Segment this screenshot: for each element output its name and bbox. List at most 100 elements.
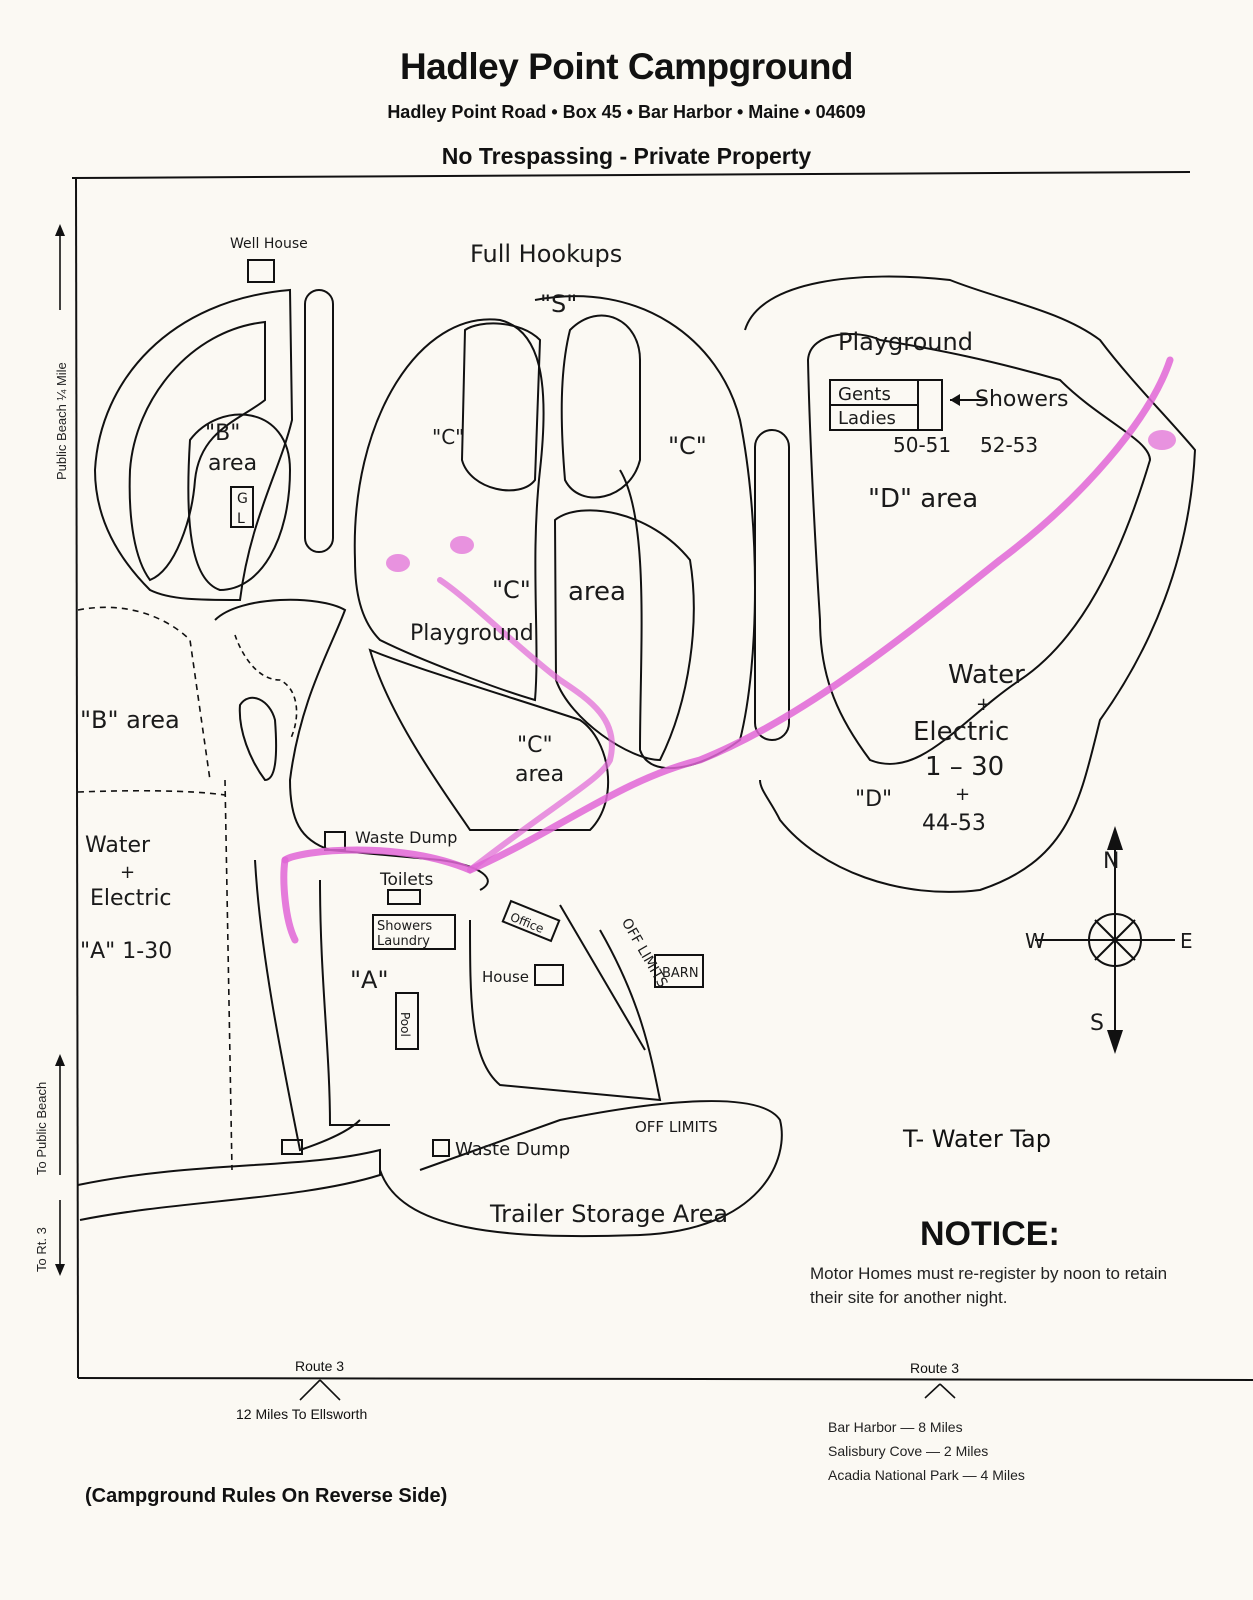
d-area-inner <box>806 333 1152 765</box>
off-limits-road <box>559 904 646 1051</box>
distance-bar-harbor: Bar Harbor — 8 Miles <box>828 1419 963 1435</box>
small-island <box>238 696 278 782</box>
highlight-route-a <box>280 856 299 944</box>
playground-top-label: Playground <box>838 328 973 356</box>
highlight-site-46 <box>386 554 410 572</box>
well-house-box <box>247 259 275 283</box>
c-area-top-label: "C" <box>432 425 464 449</box>
notice-panel: NOTICE: Motor Homes must re-register by … <box>810 1215 1190 1310</box>
c-area-loop-left <box>353 318 545 702</box>
route3-right-arrows <box>924 1383 956 1399</box>
playground-mid-label: Playground <box>410 621 534 646</box>
notice-title: NOTICE: <box>920 1215 1060 1253</box>
electric-d-label: Electric <box>913 717 1009 747</box>
ladies-label: Ladies <box>838 408 896 429</box>
d-area-outer <box>744 275 1197 893</box>
b-area-left-label: "B" area <box>80 706 180 734</box>
compass-w-label: W <box>1025 929 1045 953</box>
sites-52-53: 52-53 <box>980 433 1038 457</box>
l-label: L <box>237 511 245 527</box>
sites-50-51: 50-51 <box>893 433 951 457</box>
water-a-label: Water <box>85 833 151 858</box>
a-area-road <box>254 859 361 1152</box>
b-mid-area-label: area <box>208 451 257 476</box>
showers-laundry-label-2: Laundry <box>377 934 430 949</box>
highlight-route-c <box>437 577 615 873</box>
arrow-down-head <box>55 1264 65 1276</box>
waste-dump-2-label: Waste Dump <box>455 1139 570 1160</box>
route3-left-label: Route 3 <box>295 1358 345 1374</box>
electric-a-label: Electric <box>90 886 172 911</box>
a-area-label: "A" <box>350 966 389 994</box>
no-trespassing-warning: No Trespassing - Private Property <box>441 143 812 169</box>
compass-n-label: N <box>1103 849 1119 874</box>
a-area-inner-road <box>319 879 390 1126</box>
c-lower-label: "C" <box>517 733 553 758</box>
frame-bottom-line <box>77 1377 1253 1381</box>
distance-salisbury-cove: Salisbury Cove — 2 Miles <box>828 1443 989 1459</box>
public-beach-label: Public Beach ¼ Mile <box>54 362 69 480</box>
trailer-storage-label: Trailer Storage Area <box>489 1200 728 1228</box>
highlight-site-31 <box>1148 430 1176 450</box>
a-site-marker <box>281 1139 303 1155</box>
dashed-path-mid <box>234 634 298 741</box>
showers-arrow-head <box>950 394 960 406</box>
plus-d-label: + <box>976 694 991 715</box>
highlight-route-main <box>281 356 1174 874</box>
toilets-label: Toilets <box>379 870 433 890</box>
showers-laundry-building <box>372 914 456 950</box>
a-range-label: "A" 1-30 <box>80 939 172 964</box>
barn-label: BARN <box>662 966 699 981</box>
b-area-loop-outer <box>93 288 294 602</box>
d-plus-2-label: + <box>955 784 970 805</box>
showers-label: Showers <box>975 387 1068 412</box>
plus-a-label: + <box>120 862 135 883</box>
arrow-up-bottom-head <box>55 1054 65 1066</box>
office-building <box>501 899 561 943</box>
rules-footer: (Campground Rules On Reverse Side) <box>85 1485 448 1507</box>
c-area-loop-right <box>534 295 756 770</box>
barn-building <box>654 954 704 988</box>
frame-top-line <box>71 171 1191 179</box>
dashed-a-boundary <box>77 789 226 796</box>
b-mid-label: "B" <box>205 421 240 446</box>
compass-diag-2 <box>1094 919 1136 961</box>
c-area-lower-island <box>368 648 610 831</box>
trailer-storage-outline <box>379 1100 783 1238</box>
entry-road <box>77 1148 381 1221</box>
office-loop <box>469 919 662 1102</box>
c-lower-area-label: area <box>515 762 564 787</box>
route3-right-label: Route 3 <box>910 1360 960 1376</box>
page-title: Hadley Point Campground <box>399 46 854 87</box>
full-hookups-label: Full Hookups <box>470 240 622 268</box>
dashed-a-row <box>224 779 233 1171</box>
water-d-label: Water <box>948 660 1025 690</box>
d-range-1-label: 1 – 30 <box>925 752 1004 782</box>
waste-dump-box-2 <box>432 1139 450 1157</box>
route3-left-arrows <box>299 1379 341 1401</box>
frame-left-line <box>75 177 79 1379</box>
d-label: "D" <box>855 787 892 812</box>
b-area-loop-inner <box>128 320 266 582</box>
s-sites-island <box>560 314 641 499</box>
ellsworth-distance: 12 Miles To Ellsworth <box>236 1406 368 1422</box>
gents-label: Gents <box>838 384 891 405</box>
distance-acadia: Acadia National Park — 4 Miles <box>828 1467 1025 1483</box>
compass-e-label: E <box>1180 929 1193 953</box>
highlight-site-43 <box>450 536 474 554</box>
to-public-beach-label: To Public Beach <box>34 1082 49 1175</box>
b-area-island <box>187 413 292 592</box>
distance-list: Bar Harbor — 8 Miles Salisbury Cove — 2 … <box>828 1415 1025 1487</box>
pool-outline <box>395 992 419 1050</box>
b-road-strip <box>304 289 334 553</box>
c-center-area-label: area <box>568 577 626 607</box>
off-limits-label: OFF LIMITS <box>635 1118 718 1136</box>
notice-text: Motor Homes must re-register by noon to … <box>810 1264 1168 1307</box>
toilets-box <box>230 486 254 528</box>
g-label: G <box>237 491 248 507</box>
compass-north-arrow <box>1107 826 1123 850</box>
to-rt3-label: To Rt. 3 <box>34 1227 49 1272</box>
showers-laundry-label-1: Showers <box>377 919 432 934</box>
house-label: House <box>482 968 529 986</box>
